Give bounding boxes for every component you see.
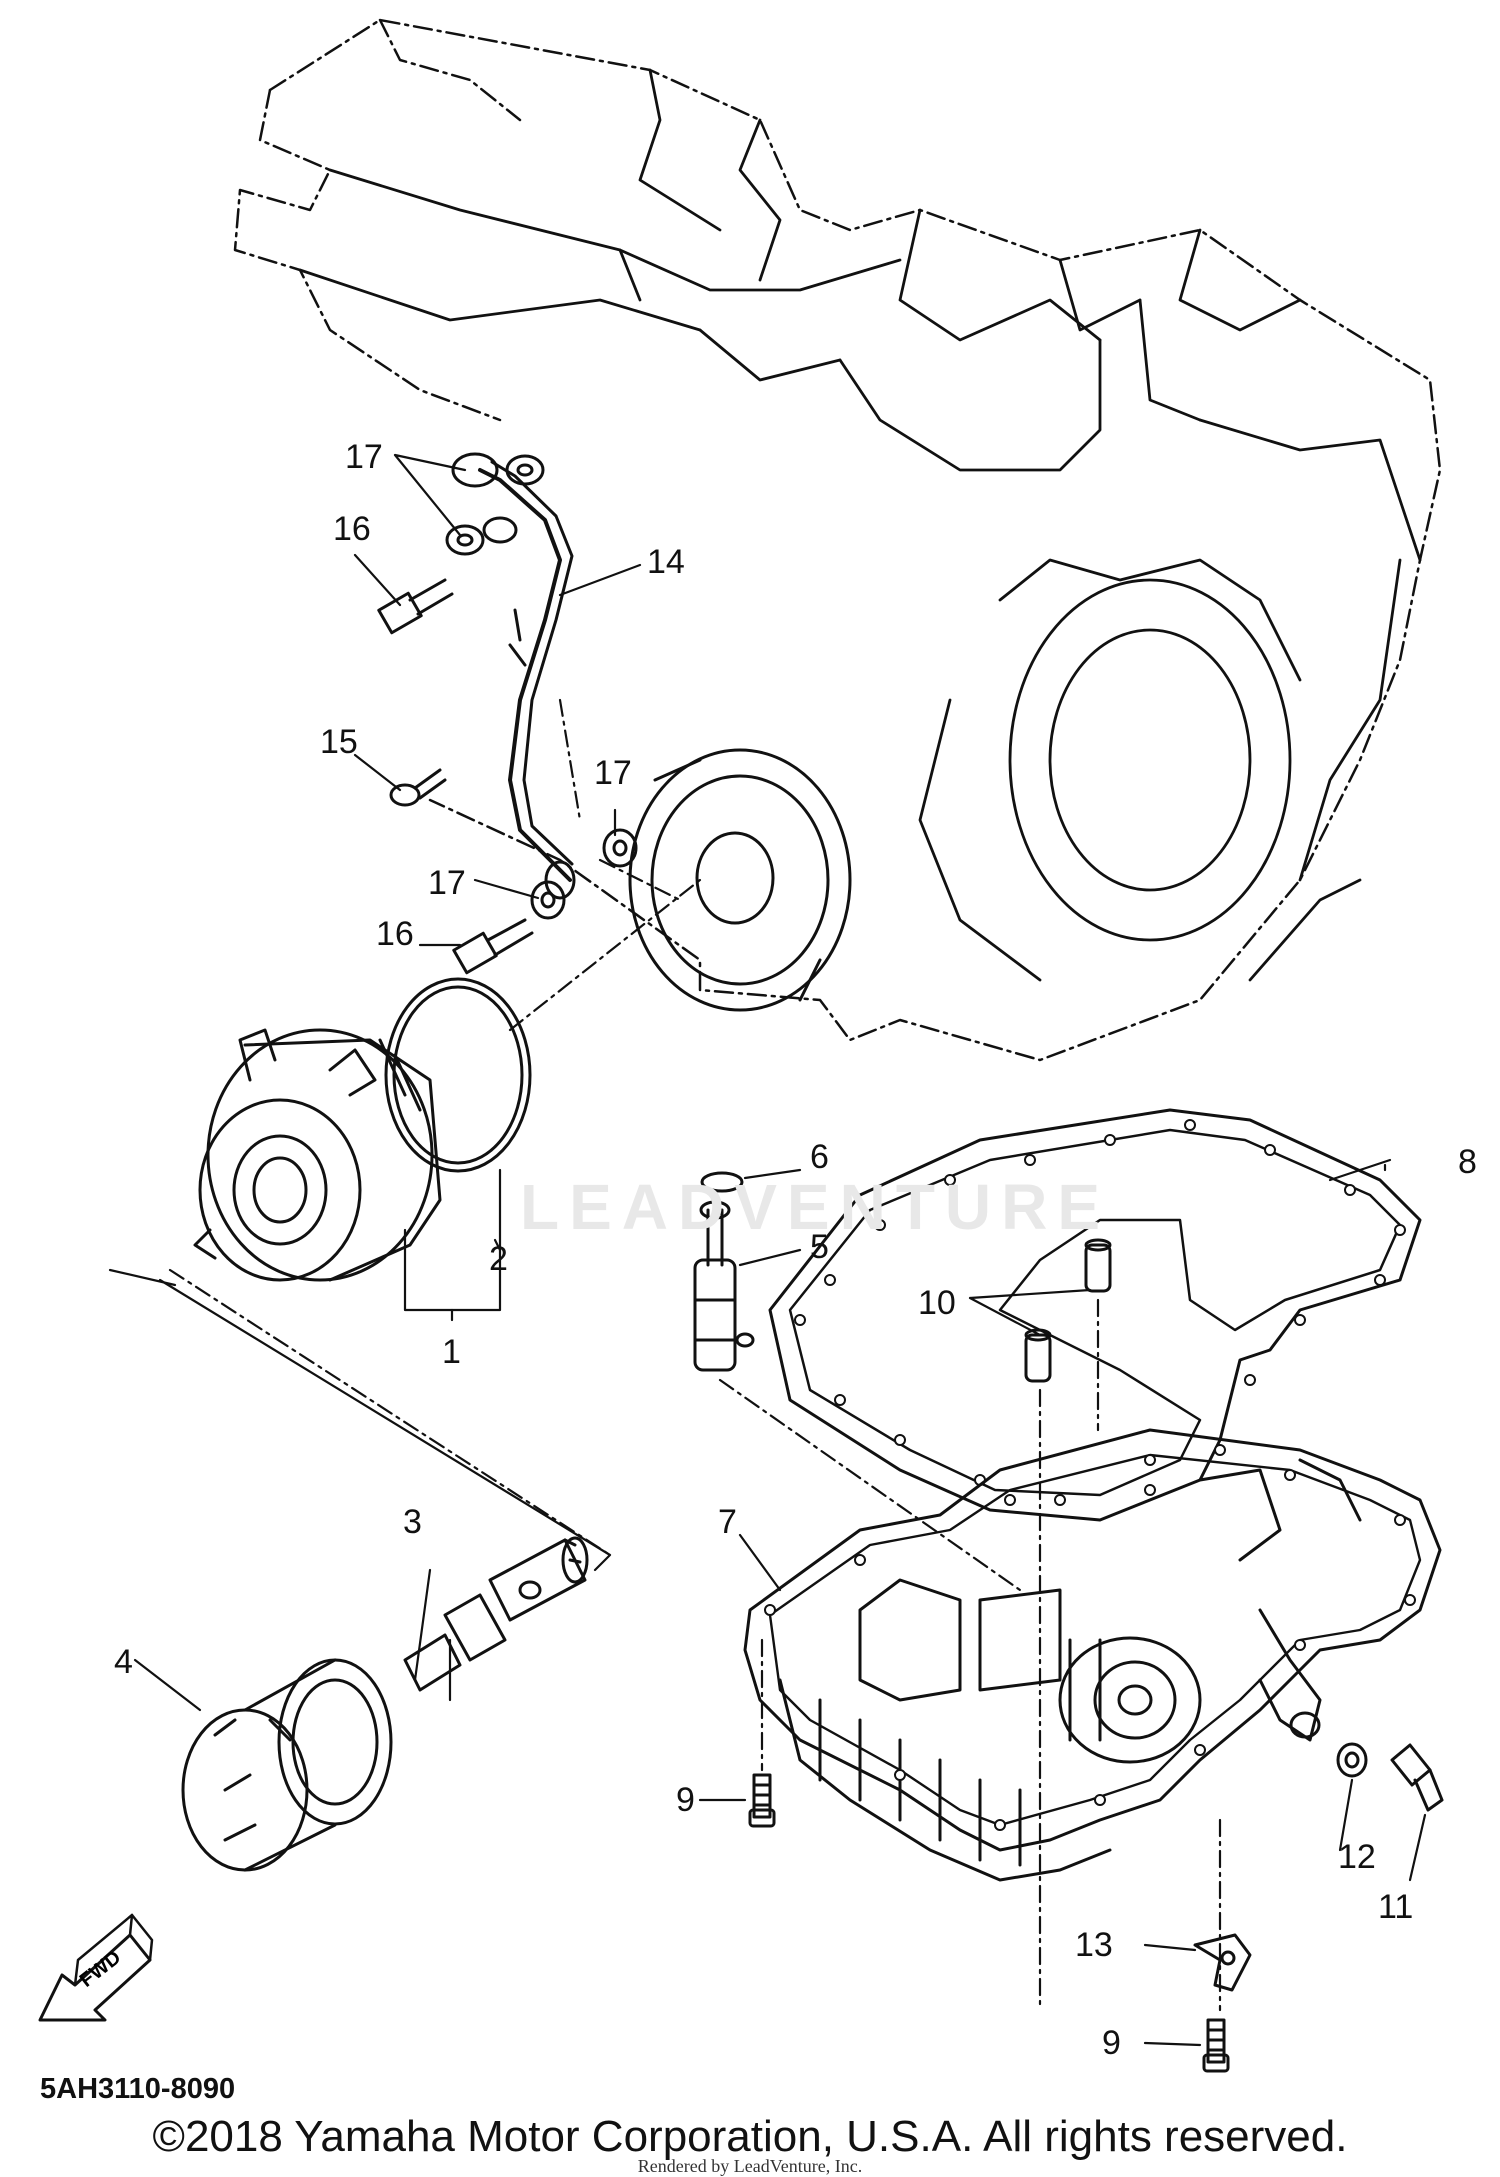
o-ring-6 [700,1171,744,1193]
oil-pan-bolt-9-left [748,1773,776,1828]
engine-outline [233,18,1442,1062]
callout-16-upper: 16 [333,510,371,548]
callout-4: 4 [114,1643,133,1681]
gasket-8 [768,1108,1422,1522]
dash-dot-relation-lines [168,698,1222,2012]
rendered-by-credit: Rendered by LeadVenture, Inc. [637,2156,863,2176]
gasket-bolt-holes [794,1119,1406,1506]
callout-1: 1 [442,1333,461,1371]
callout-11: 11 [1378,1888,1414,1926]
callout-9-bottom: 9 [1102,2024,1121,2062]
watermark: LEADVENTURE [520,1171,1111,1243]
oil-pan-bolt-9-bottom [1202,2018,1230,2073]
callout-3: 3 [403,1503,422,1541]
callout-17-top: 17 [345,438,383,476]
callout-5: 5 [810,1228,829,1266]
filter-mount-boss [628,748,852,1012]
clamp-13 [1193,1933,1252,1992]
callout-7: 7 [718,1503,737,1541]
oil-cooler-1 [193,1028,442,1282]
diagram-code: 5AH3110-8090 [40,2073,236,2105]
callout-17-mid: 17 [428,864,466,902]
oil-filter-4 [181,1658,393,1872]
washers-17 [445,454,638,920]
o-ring-2 [384,977,532,1173]
callout-14: 14 [647,543,685,581]
leader-lines [108,453,1427,2047]
union-bolt-16-lower [452,918,534,975]
callout-16-lower: 16 [376,915,414,953]
oil-strainer-5 [693,1200,755,1372]
callout-17-right: 17 [594,754,632,792]
copyright-notice: ©2018 Yamaha Motor Corporation, U.S.A. A… [152,2112,1348,2161]
callout-12: 12 [1338,1838,1376,1876]
oil-pan-bolt-holes [764,1454,1416,1831]
union-bolt-3 [403,1536,589,1692]
drain-plug-11 [1390,1743,1444,1812]
screw-15 [389,768,447,807]
callout-13: 13 [1075,1926,1113,1964]
callout-9-left: 9 [676,1781,695,1819]
oil-pipe-14 [451,452,576,900]
oil-pan-7 [743,1428,1442,1882]
forward-arrow-icon [38,1913,154,2022]
engine-details [298,68,1422,982]
gasket-12 [1336,1742,1368,1778]
union-bolt-16-upper [377,578,454,635]
callout-6: 6 [810,1138,829,1176]
callout-2: 2 [489,1240,508,1278]
callout-10: 10 [918,1284,956,1322]
callout-15: 15 [320,723,358,761]
callout-8: 8 [1458,1143,1477,1181]
